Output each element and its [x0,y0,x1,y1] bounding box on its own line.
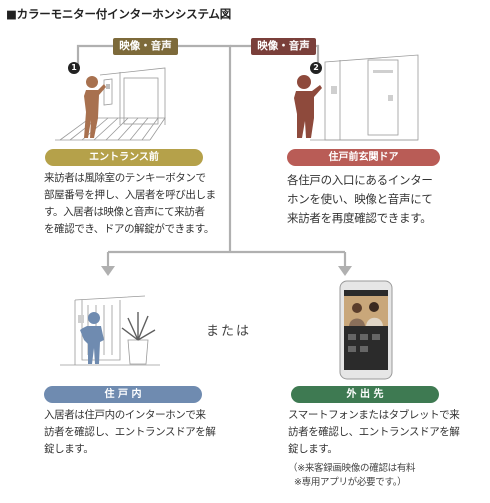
outside-desc-line: 訪者を確認し、エントランスドアを解 [288,426,460,438]
front-door-desc-line: ホンを使い、映像と音声にて [287,192,433,206]
marker-two: 2 [310,62,322,74]
arrow-right-icon [338,266,352,276]
front-door-illustration [310,54,419,141]
arrow-left-icon [101,266,115,276]
entrance-desc-line: を確認でき、ドアの解錠ができます。 [44,223,214,235]
marker-one: 1 [68,62,80,74]
inside-person-icon [80,312,104,364]
or-text: または [206,324,252,339]
outside-label: 外 出 先 [291,386,439,403]
inside-label: 住 戸 内 [44,386,202,403]
inside-desc-line: 入居者は住戸内のインターホンで来 [44,409,206,421]
av-tag-right: 映像・音声 [251,38,316,55]
entrance-description: 来訪者は風除室のテンキーボタンで 部屋番号を押し、入居者を呼び出しま す。入居者… [44,170,234,238]
inside-description: 入居者は住戸内のインターホンで来 訪者を確認し、エントランスドアを解 錠します。 [44,407,234,458]
entrance-desc-line: 部屋番号を押し、入居者を呼び出しま [44,189,216,201]
av-tag-left: 映像・音声 [113,38,178,55]
outside-desc-line: 錠します。 [288,443,338,455]
outside-note: （※来客録画映像の確認は有料 ※専用アプリが必要です。） [288,462,484,490]
front-door-description: 各住戸の入口にあるインター ホンを使い、映像と音声にて 来訪者を再度確認できます… [287,171,477,228]
entrance-desc-line: 来訪者は風除室のテンキーボタンで [44,172,206,184]
front-door-person-icon [294,75,322,138]
inside-illustration [60,295,160,366]
outside-description: スマートフォンまたはタブレットで来 訪者を確認し、エントランスドアを解 錠します… [288,407,484,458]
front-door-desc-line: 各住戸の入口にあるインター [287,173,433,187]
front-door-label: 住戸前玄関ドア [287,149,440,166]
inside-desc-line: 錠します。 [44,443,94,455]
inside-desc-line: 訪者を確認し、エントランスドアを解 [44,426,216,438]
outside-note-line: （※来客録画映像の確認は有料 [288,463,416,474]
entrance-person-icon [84,76,106,138]
entrance-desc-line: す。入居者は映像と音声にて来訪者 [44,206,205,218]
entrance-illustration [55,67,166,141]
diagram-title: ■カラーモニター付インターホンシステム図 [6,7,232,21]
entrance-label: エントランス前 [45,149,203,166]
smartphone-illustration [339,280,393,380]
outside-note-line: ※専用アプリが必要です。） [294,477,407,488]
outside-desc-line: スマートフォンまたはタブレットで来 [288,409,460,421]
front-door-desc-line: 来訪者を再度確認できます。 [287,211,432,225]
